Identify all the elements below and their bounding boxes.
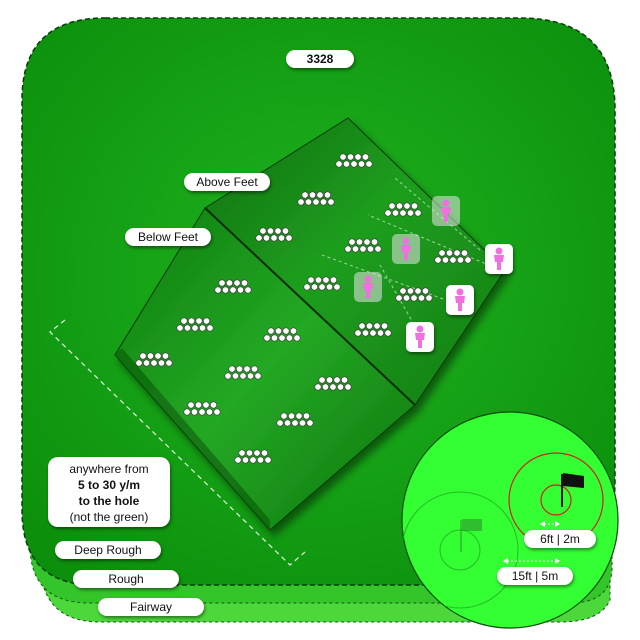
golf-ball-icon [183, 401, 221, 416]
player-icon [406, 322, 434, 352]
deep-rough-label: Deep Rough [55, 541, 161, 559]
tier-side-front [115, 348, 270, 530]
golf-ball-icon [335, 153, 373, 168]
golf-ball-icon [354, 322, 392, 337]
golf-ball-icon [297, 191, 335, 206]
golf-ball-icon [135, 352, 173, 367]
ghost-outer-ring [402, 491, 519, 609]
golf-ball-icon [263, 327, 301, 342]
outer-distance-label: 15ft | 5m [497, 567, 573, 585]
fairway-label: Fairway [98, 598, 204, 616]
player-icon [485, 244, 513, 274]
golf-ball-icon [384, 202, 422, 217]
golf-ball-icon [276, 412, 314, 427]
distance-note: anywhere from 5 to 30 y/m to the hole (n… [48, 457, 170, 527]
tier-ridge [204, 207, 416, 406]
ghost-inner-ring [439, 529, 481, 571]
golf-ball-icon [314, 376, 352, 391]
drill-area-outline [49, 319, 306, 566]
hole-yardage-badge: 3328 [286, 50, 354, 68]
distance-arrows [507, 523, 556, 562]
golf-ball-icon [176, 317, 214, 332]
golf-ball-icon [395, 287, 433, 302]
golf-ball-icon [344, 238, 382, 253]
flag-icon [561, 473, 584, 507]
below-feet-label: Below Feet [125, 228, 211, 246]
inner-distance-label: 6ft | 2m [524, 530, 596, 548]
golf-ball-icon [234, 449, 272, 464]
target-inner-ring [540, 484, 572, 516]
golf-ball-icon [214, 279, 252, 294]
golf-ball-icon [224, 365, 262, 380]
player-icon [446, 285, 474, 315]
above-feet-label: Above Feet [184, 173, 270, 191]
ghost-flag-icon [460, 519, 482, 552]
note-line-2: 5 to 30 y/m [77, 478, 141, 492]
note-line-4: (not the green) [69, 510, 149, 524]
note-line-1: anywhere from [69, 462, 149, 476]
golf-ball-clusters [135, 153, 472, 464]
player-ghost-icon [354, 272, 382, 302]
player-ghost-icon [432, 196, 460, 226]
putting-green [401, 411, 619, 629]
golf-ball-icon [303, 276, 341, 291]
player-ghost-icon [392, 234, 420, 264]
rough-label: Rough [73, 570, 179, 588]
golf-ball-icon [434, 249, 472, 264]
note-line-3: to the hole [78, 494, 140, 508]
golf-ball-icon [255, 227, 293, 242]
